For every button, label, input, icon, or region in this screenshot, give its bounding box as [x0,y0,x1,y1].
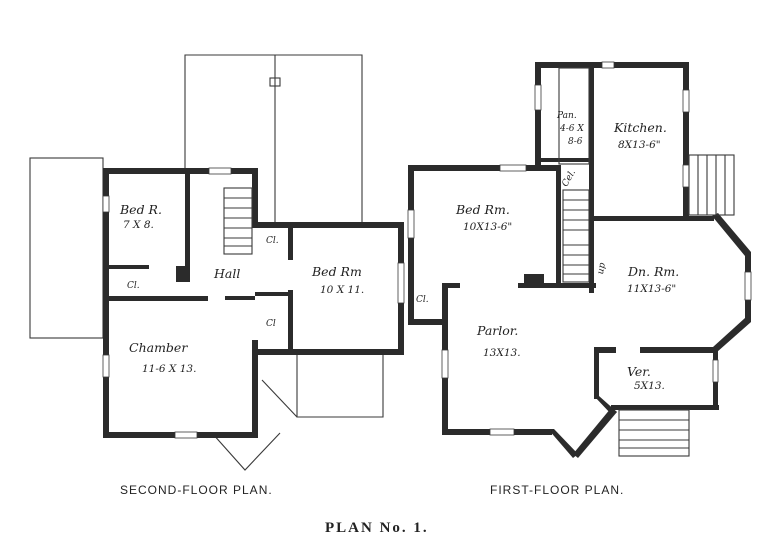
ff-parlor-dims: 13X13. [483,347,521,359]
ff-kitchen-dims: 8X13-6" [618,139,661,151]
first-floor-caption: FIRST-FLOOR PLAN. [490,483,624,497]
sf-chamber-label: Chamber [129,340,188,355]
ff-pan-dims-1: 4-6 X [559,124,584,134]
sf-hall-label: Hall [213,266,240,281]
first-floor-plan: Bed Rm. 10X13-6" Cl. Pan. 4-6 X 8-6 Kitc… [407,61,752,458]
sf-bed-r-dims: 7 X 8. [123,219,154,231]
ff-pan-dims-2: 8-6 [568,137,583,147]
second-floor-plan: Bed R. 7 X 8. Cl. Cl. Hall Cl Bed Rm 10 … [29,54,405,471]
sf-chamber-dims: 11-6 X 13. [142,363,196,375]
sf-bed-rm-dims: 10 X 11. [320,284,364,296]
ff-cel-label: Cel. [560,168,578,189]
sf-cl-upper-label: Cl. [266,236,279,246]
first-floor-walls [407,61,752,458]
sf-bed-r-label: Bed R. [119,202,162,217]
ff-cl-label: Cl. [416,295,429,305]
ff-dn-rm-label: Dn. Rm. [627,264,679,279]
plan-title: PLAN No. 1. [325,520,429,536]
ff-dn-rm-dims: 11X13-6" [627,283,676,295]
kitchen-steps [688,154,735,216]
ff-bed-rm-dims: 10X13-6" [463,221,512,233]
ff-up-label: up [596,262,608,275]
ff-kitchen-label: Kitchen. [613,120,667,135]
ff-pan-label: Pan. [556,111,577,121]
sf-cl-lower-label: Cl [266,319,276,329]
sf-bed-rm-label: Bed Rm [311,264,362,279]
second-floor-walls [102,167,405,439]
second-floor-roof-outline [29,54,384,471]
ff-ver-label: Ver. [627,364,651,379]
ff-ver-dims: 5X13. [634,380,665,392]
veranda-steps [618,409,690,457]
first-floor-stair [558,67,590,283]
second-floor-stair [223,187,253,255]
second-floor-caption: SECOND-FLOOR PLAN. [120,483,273,497]
ff-parlor-label: Parlor. [476,323,518,338]
sf-cl-left-label: Cl. [127,281,140,291]
ff-bed-rm-label: Bed Rm. [455,202,510,217]
